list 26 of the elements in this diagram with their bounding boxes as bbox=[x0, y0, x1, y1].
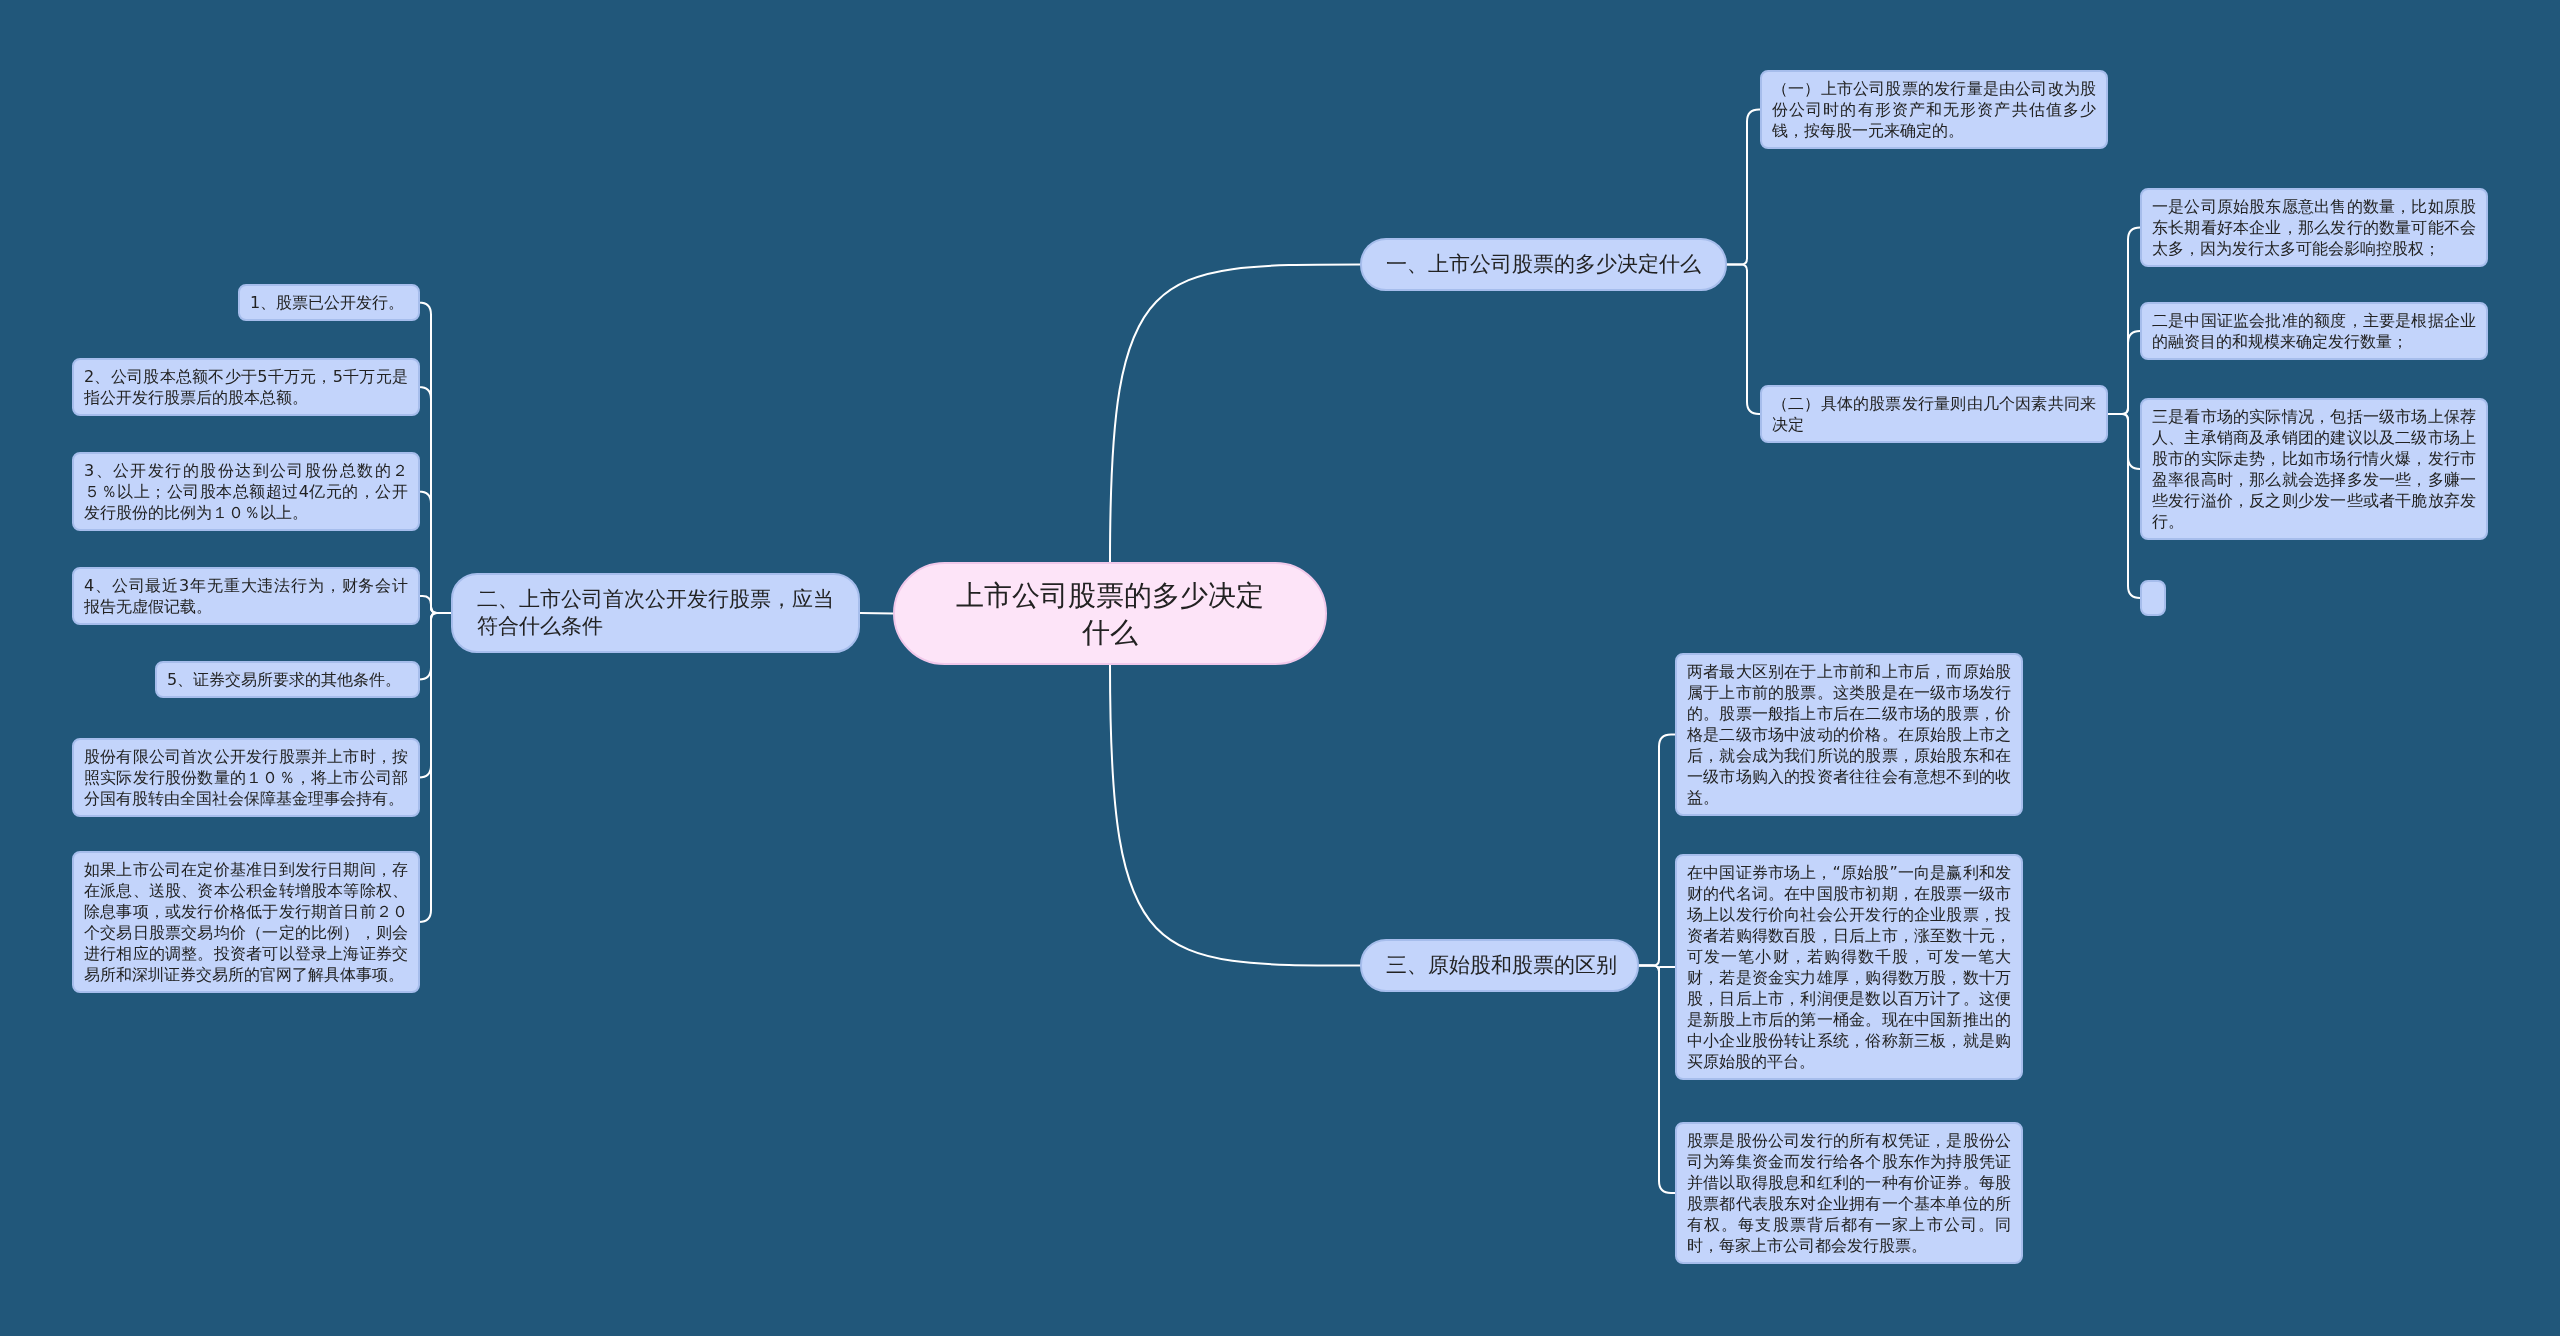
text-card: （二）具体的股票发行量则由几个因素共同来决定 bbox=[1760, 385, 2108, 443]
text-card: 二是中国证监会批准的额度，主要是根据企业的融资目的和规模来确定发行数量； bbox=[2140, 302, 2488, 360]
text-card: 4、公司最近3年无重大违法行为，财务会计报告无虚假记载。 bbox=[72, 567, 420, 625]
text-card: 股份有限公司首次公开发行股票并上市时，按照实际发行股份数量的１０％，将上市公司部分国有股转由全国社会保障基金理事会持有。 bbox=[72, 738, 420, 817]
connector-line bbox=[1109, 263, 1361, 563]
text-card: 2、公司股本总额不少于5千万元，5千万元是指公开发行股票后的股本总额。 bbox=[72, 358, 420, 416]
text-card: 如果上市公司在定价基准日到发行日期间，存在派息、送股、资本公积金转增股本等除权、除息事项，或发行价格低于发行期首日前２０个交易日股票交易均价（一定的比例），则会进行相应的调整。投资者可以登录上海证券交易所和深圳证券交易所的官网了解具体事项。 bbox=[72, 851, 420, 993]
text-card: 股票是股份公司发行的所有权凭证，是股份公司为筹集资金而发行给各个股东作为持股凭证并借以取得股息和红利的一种有价证券。每股股票都代表股东对企业拥有一个基本单位的所有权。每支股票背后都有一家上市公司。同时，每家上市公司都会发行股票。 bbox=[1675, 1122, 2023, 1264]
central-topic: 上市公司股票的多少决定什么 bbox=[893, 562, 1327, 665]
text-card: 3、公开发行的股份达到公司股份总数的２５％以上；公司股本总额超过4亿元的，公开发行股份的比例为１０％以上。 bbox=[72, 452, 420, 531]
connector-line bbox=[1726, 263, 1761, 415]
text-card: 1、股票已公开发行。 bbox=[238, 284, 420, 321]
text-card: 三是看市场的实际情况，包括一级市场上保荐人、主承销商及承销团的建议以及二级市场上股市的实际走势，比如市场行情火爆，发行市盈率很高时，那么就会选择多发一些，多赚一些发行溢价，反之则少发一些或者干脆放弃发行。 bbox=[2140, 398, 2488, 540]
branch-topic: 一、上市公司股票的多少决定什么 bbox=[1360, 238, 1727, 291]
text-card: 两者最大区别在于上市前和上市后，而原始股属于上市前的股票。这类股是在一级市场发行的。股票一般指上市后在二级市场的股票，价格是二级市场中波动的价格。在原始股上市之后，就会成为我们所说的股票，原始股东和在一级市场购入的投资者往往会有意想不到的收益。 bbox=[1675, 653, 2023, 816]
connector-line bbox=[2107, 413, 2141, 599]
branch-topic: 二、上市公司首次公开发行股票，应当符合什么条件 bbox=[451, 573, 860, 653]
branch-topic: 三、原始股和股票的区别 bbox=[1360, 939, 1639, 992]
connector-line bbox=[859, 612, 894, 615]
empty-card bbox=[2140, 580, 2166, 616]
connector-line bbox=[418, 612, 452, 923]
text-card: （一）上市公司股票的发行量是由公司改为股份公司时的有形资产和无形资产共估值多少钱，按每股一元来确定的。 bbox=[1760, 70, 2108, 149]
text-card: 一是公司原始股东愿意出售的数量，比如原股东长期看好本企业，那么发行的数量可能不会太多，因为发行太多可能会影响控股权； bbox=[2140, 188, 2488, 267]
text-card: 在中国证券市场上，“原始股”一向是赢利和发财的代名词。在中国股市初期，在股票一级市场上以发行价向社会公开发行的企业股票，投资者若购得数百股，日后上市，涨至数十元，可发一笔小财，若购得数千股，可发一笔大财，若是资金实力雄厚，购得数万股，数十万股，日后上市，利润便是数以百万计了。这便是新股上市后的第一桶金。现在中国新推出的中小企业股份转让系统，俗称新三板，就是购买原始股的平台。 bbox=[1675, 854, 2023, 1080]
text-card: 5、证券交易所要求的其他条件。 bbox=[155, 661, 420, 698]
connector-line bbox=[1109, 664, 1361, 967]
